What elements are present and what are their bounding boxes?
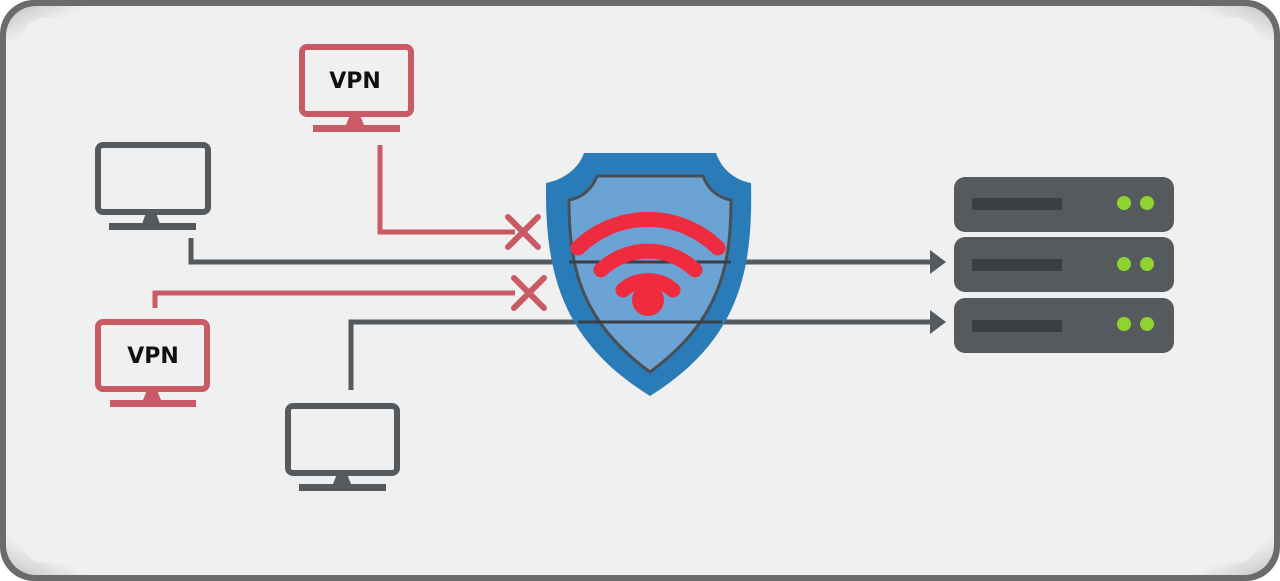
status-led: [1140, 196, 1154, 210]
server-rack-icon: [954, 177, 1174, 353]
device-bottom-line: [348, 319, 935, 390]
status-led: [1117, 317, 1131, 331]
server-unit: [954, 237, 1174, 292]
vpn-top-line: [377, 145, 515, 235]
status-led: [1140, 257, 1154, 271]
arrow-icon: [930, 250, 946, 274]
blocked-x-icon: [511, 275, 547, 311]
blocked-x-icon: [505, 214, 541, 250]
vpn-monitor-icon: VPN: [95, 319, 210, 407]
vpn-label: VPN: [329, 69, 381, 94]
wifi-dot: [632, 284, 664, 316]
vpn-monitor-icon: VPN: [299, 44, 414, 132]
server-unit: [954, 298, 1174, 353]
arrow-icon: [930, 310, 946, 334]
vpn-bottom-line: [152, 290, 515, 308]
monitor-icon: [95, 142, 211, 230]
monitor-icon: [285, 403, 400, 491]
wifi-icon: [570, 211, 726, 298]
status-led: [1140, 317, 1154, 331]
status-led: [1117, 257, 1131, 271]
vpn-label: VPN: [127, 344, 179, 369]
status-led: [1117, 196, 1131, 210]
server-unit: [954, 177, 1174, 232]
